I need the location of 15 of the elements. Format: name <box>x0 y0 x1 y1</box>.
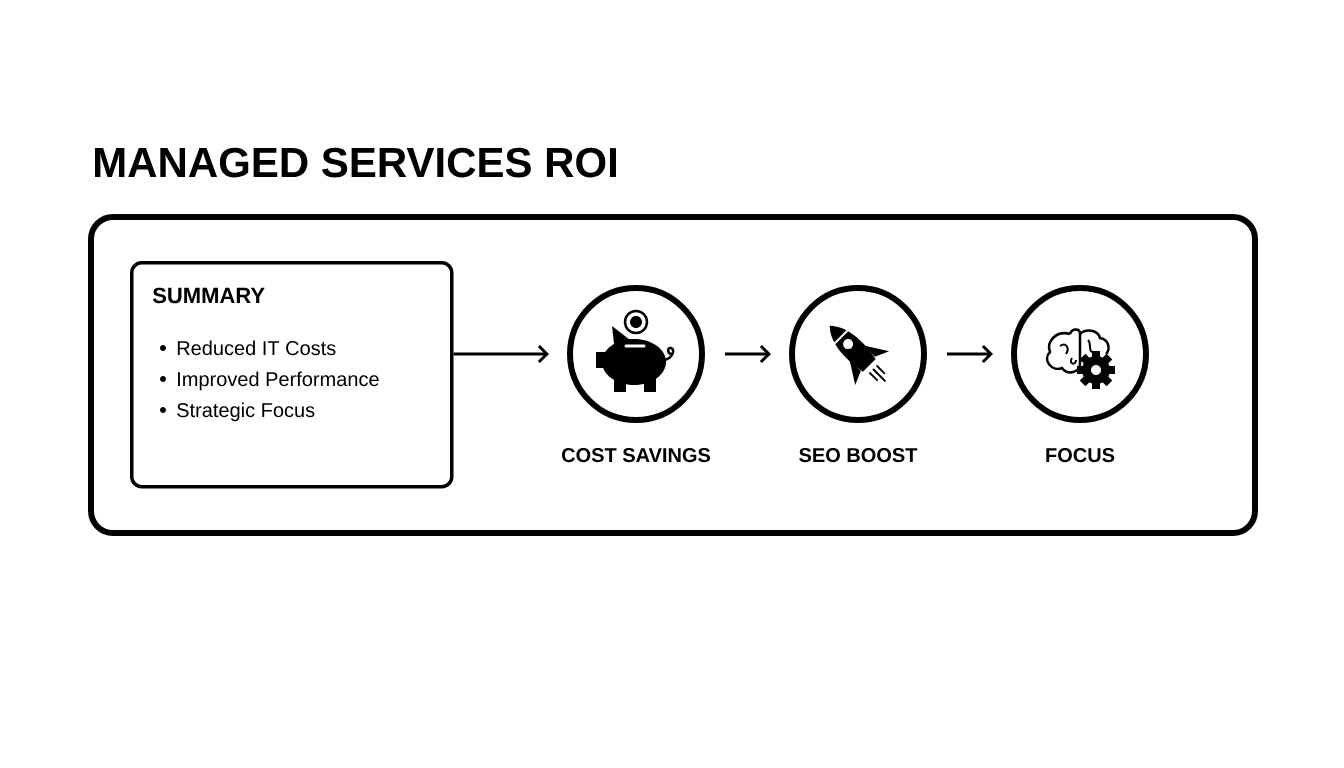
bullet-item: Improved Performance <box>178 371 379 391</box>
panel-frame <box>88 214 1258 536</box>
arrow <box>453 344 549 364</box>
icon-circle <box>567 285 705 423</box>
step-label: FOCUS <box>1046 448 1115 463</box>
title: MANAGED SERVICES ROI <box>95 147 616 178</box>
step-label: SEO BOOST <box>799 448 918 463</box>
icon-circle <box>1011 285 1149 423</box>
bullet-item: Reduced IT Costs <box>177 340 336 356</box>
icon-circle <box>789 285 927 423</box>
bullet-item: Strategic Focus <box>177 402 315 422</box>
step-label: COST SAVINGS <box>562 448 711 463</box>
arrow <box>725 344 771 364</box>
arrow <box>947 344 993 364</box>
summary-heading: SUMMARY <box>152 287 265 304</box>
